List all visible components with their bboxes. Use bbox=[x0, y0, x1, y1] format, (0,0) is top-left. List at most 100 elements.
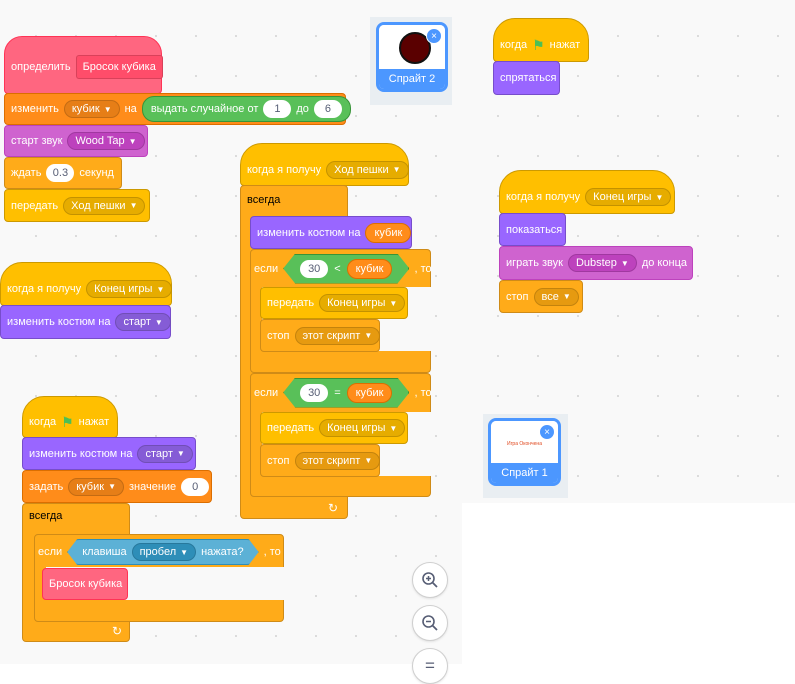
if-label: если bbox=[254, 386, 279, 399]
variable-reporter[interactable]: кубик bbox=[347, 383, 393, 403]
chevron-down-icon: ▼ bbox=[392, 165, 401, 174]
change-on-label: на bbox=[124, 103, 137, 115]
chevron-down-icon: ▼ bbox=[128, 136, 137, 146]
compare-left-input[interactable]: 30 bbox=[300, 384, 328, 402]
play-sound-suffix: до конца bbox=[641, 257, 687, 269]
switch-costume-block[interactable]: изменить костюм на старт▼ bbox=[22, 437, 196, 470]
sprite-tile-sprite1[interactable]: Игра Окончена × Спрайт 1 bbox=[488, 418, 561, 486]
variable-dropdown[interactable]: кубик▼ bbox=[63, 100, 120, 118]
wait-block[interactable]: ждать 0.3 секунд bbox=[4, 157, 122, 189]
message-dropdown[interactable]: Конец игры▼ bbox=[86, 280, 173, 298]
stop-label: стоп bbox=[506, 290, 529, 303]
compare-operator: = bbox=[334, 386, 341, 399]
dark-circle-icon bbox=[399, 32, 431, 64]
switch-costume-label: изменить костюм на bbox=[7, 316, 111, 328]
stop-dropdown[interactable]: этот скрипт▼ bbox=[294, 451, 381, 470]
play-sound-block[interactable]: играть звук Dubstep▼ до конца bbox=[499, 246, 693, 280]
zoom-out-button[interactable] bbox=[412, 605, 448, 641]
broadcast-block[interactable]: передать Конец игры▼ bbox=[260, 412, 408, 444]
when-label: когда bbox=[500, 39, 528, 51]
chevron-down-icon: ▼ bbox=[562, 292, 571, 301]
zoom-reset-icon: = bbox=[425, 656, 435, 675]
hide-block[interactable]: спрятаться bbox=[493, 61, 560, 95]
define-name-slot[interactable]: Бросок кубика bbox=[75, 55, 163, 79]
flag-suffix: нажат bbox=[78, 416, 110, 428]
chevron-down-icon: ▼ bbox=[154, 317, 163, 327]
costume-dropdown[interactable]: старт▼ bbox=[137, 444, 193, 463]
random-reporter[interactable]: выдать случайное от 1 до 6 bbox=[141, 96, 351, 122]
switch-costume-block[interactable]: изменить костюм на кубик bbox=[250, 216, 412, 249]
zoom-reset-button[interactable]: = bbox=[412, 648, 448, 684]
stop-block[interactable]: стоп этот скрипт▼ bbox=[260, 444, 381, 477]
broadcast-label: передать bbox=[11, 199, 59, 212]
broadcast-label: передать bbox=[267, 422, 315, 434]
thumbnail-text: Игра Окончена bbox=[507, 441, 542, 447]
delete-sprite-icon[interactable]: × bbox=[426, 28, 442, 44]
start-sound-label: старт звук bbox=[11, 135, 63, 147]
costume-dropdown[interactable]: старт▼ bbox=[115, 313, 171, 331]
zoom-in-button[interactable] bbox=[412, 562, 448, 598]
show-block[interactable]: показаться bbox=[499, 213, 566, 246]
define-hat-block[interactable]: определить Бросок кубика bbox=[4, 36, 163, 94]
message-dropdown[interactable]: Конец игры▼ bbox=[585, 188, 672, 206]
stop-dropdown[interactable]: этот скрипт▼ bbox=[294, 326, 381, 345]
sprite-name: Спрайт 1 bbox=[491, 463, 558, 483]
zoom-in-icon bbox=[422, 572, 438, 588]
random-to-input[interactable]: 6 bbox=[313, 100, 342, 118]
broadcast-dropdown[interactable]: Конец игры▼ bbox=[319, 294, 406, 312]
sound-dropdown[interactable]: Dubstep▼ bbox=[567, 254, 637, 272]
forever-label: всегда bbox=[247, 194, 281, 206]
set-variable-block[interactable]: задать кубик▼ значение 0 bbox=[22, 470, 212, 503]
broadcast-dropdown[interactable]: Конец игры▼ bbox=[319, 419, 406, 437]
key-dropdown[interactable]: пробел▼ bbox=[132, 543, 196, 561]
delete-sprite-icon[interactable]: × bbox=[539, 424, 555, 440]
call-label: Бросок кубика bbox=[49, 578, 123, 590]
loop-arrow-icon: ↻ bbox=[328, 501, 339, 515]
change-variable-block[interactable]: изменить кубик▼ на выдать случайное от 1… bbox=[4, 93, 351, 125]
call-custom-block[interactable]: Бросок кубика bbox=[42, 568, 128, 600]
wait-label: ждать bbox=[11, 167, 42, 179]
equals-boolean[interactable]: 30 = кубик bbox=[283, 378, 409, 408]
chevron-down-icon: ▼ bbox=[389, 298, 398, 308]
if-header: если 30 = кубик , то bbox=[252, 376, 434, 409]
set-value-label: значение bbox=[128, 480, 177, 493]
variable-reporter[interactable]: кубик bbox=[347, 259, 393, 279]
stop-block[interactable]: стоп все▼ bbox=[499, 280, 583, 313]
chevron-down-icon: ▼ bbox=[364, 331, 373, 340]
chevron-down-icon: ▼ bbox=[176, 449, 185, 458]
when-receive-label: когда я получу bbox=[506, 191, 581, 203]
variable-dropdown[interactable]: кубик▼ bbox=[68, 477, 124, 496]
if-header: если 30 < кубик , то bbox=[252, 252, 434, 285]
then-label: , то bbox=[414, 386, 432, 399]
compare-left-input[interactable]: 30 bbox=[300, 260, 328, 278]
broadcast-block[interactable]: передать Ход пешки▼ bbox=[4, 189, 150, 222]
chevron-down-icon: ▼ bbox=[129, 201, 138, 210]
start-sound-block[interactable]: старт звук Wood Tap▼ bbox=[4, 125, 148, 157]
broadcast-block[interactable]: передать Конец игры▼ bbox=[260, 287, 408, 319]
broadcast-dropdown[interactable]: Ход пешки▼ bbox=[63, 196, 146, 215]
when-flag-hat-block[interactable]: когда ⚑ нажат bbox=[493, 18, 589, 62]
then-label: , то bbox=[414, 262, 432, 275]
message-dropdown[interactable]: Ход пешки▼ bbox=[326, 160, 409, 179]
chevron-down-icon: ▼ bbox=[156, 284, 165, 294]
less-than-boolean[interactable]: 30 < кубик bbox=[283, 254, 409, 284]
switch-costume-block[interactable]: изменить костюм на старт▼ bbox=[0, 305, 171, 339]
random-from-input[interactable]: 1 bbox=[263, 100, 292, 118]
when-receive-hat-block[interactable]: когда я получу Ход пешки▼ bbox=[240, 143, 409, 186]
when-receive-hat-block[interactable]: когда я получу Конец игры▼ bbox=[0, 262, 173, 306]
sprite-tile-sprite2[interactable]: × Спрайт 2 bbox=[376, 22, 448, 92]
broadcast-label: передать bbox=[267, 297, 315, 309]
when-receive-hat-block[interactable]: когда я получу Конец игры▼ bbox=[499, 170, 675, 214]
chevron-down-icon: ▼ bbox=[655, 192, 664, 202]
wait-input[interactable]: 0.3 bbox=[46, 164, 75, 182]
set-value-input[interactable]: 0 bbox=[181, 477, 210, 496]
switch-costume-label: изменить костюм на bbox=[257, 226, 361, 239]
forever-label: всегда bbox=[29, 510, 63, 522]
sound-dropdown[interactable]: Wood Tap▼ bbox=[67, 132, 145, 150]
when-flag-hat-block[interactable]: когда ⚑ нажат bbox=[22, 396, 118, 438]
key-pressed-boolean[interactable]: клавиша пробел▼ нажата? bbox=[67, 539, 258, 565]
variable-reporter[interactable]: кубик bbox=[365, 222, 412, 243]
stop-dropdown[interactable]: все▼ bbox=[533, 287, 579, 306]
when-receive-label: когда я получу bbox=[7, 283, 82, 295]
stop-block[interactable]: стоп этот скрипт▼ bbox=[260, 319, 381, 352]
